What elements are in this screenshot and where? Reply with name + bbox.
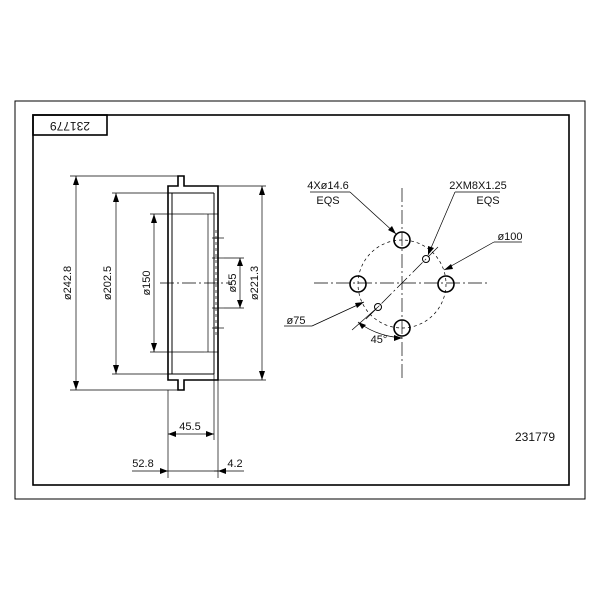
bolt-holes-eqs: EQS (316, 195, 339, 207)
dim-center-bore: ø55 (227, 274, 239, 293)
dim-depth-inner: 45.5 (179, 421, 200, 433)
part-number: 231779 (515, 430, 555, 444)
side-view: ø242.8 ø202.5 ø150 ø55 ø221.3 (62, 175, 266, 478)
dim-outer-dia: ø242.8 (62, 266, 74, 300)
title-part-number: 231779 (50, 119, 90, 133)
thread-circle-dim: ø75 (287, 315, 306, 327)
angle-label: 45° (371, 334, 388, 346)
bolt-hole-right (437, 275, 455, 293)
front-view: 4Xø14.6 EQS 2XM8X1.25 EQS ø100 ø75 45° (284, 180, 523, 378)
inner-frame (32, 114, 570, 486)
thread-hole-2 (374, 303, 382, 311)
outer-frame (14, 100, 586, 500)
bolt-circle-dim: ø100 (497, 231, 522, 243)
bolt-hole-left (349, 275, 367, 293)
dim-hub-dia: ø150 (141, 270, 153, 295)
title-box (32, 114, 108, 136)
dim-flange-dia: ø221.3 (249, 266, 261, 300)
thread-hole-1 (422, 255, 430, 263)
dim-drum-dia: ø202.5 (102, 266, 114, 300)
dim-flange-thk: 4.2 (227, 458, 242, 470)
bolt-holes-label: 4Xø14.6 (307, 180, 349, 192)
dim-depth-total: 52.8 (132, 458, 153, 470)
bolt-hole-top (393, 231, 411, 249)
bolt-hole-bottom (393, 319, 411, 337)
thread-holes-label: 2XM8X1.25 (449, 180, 506, 192)
bolt-circle (357, 239, 447, 329)
thread-holes-eqs: EQS (476, 195, 499, 207)
